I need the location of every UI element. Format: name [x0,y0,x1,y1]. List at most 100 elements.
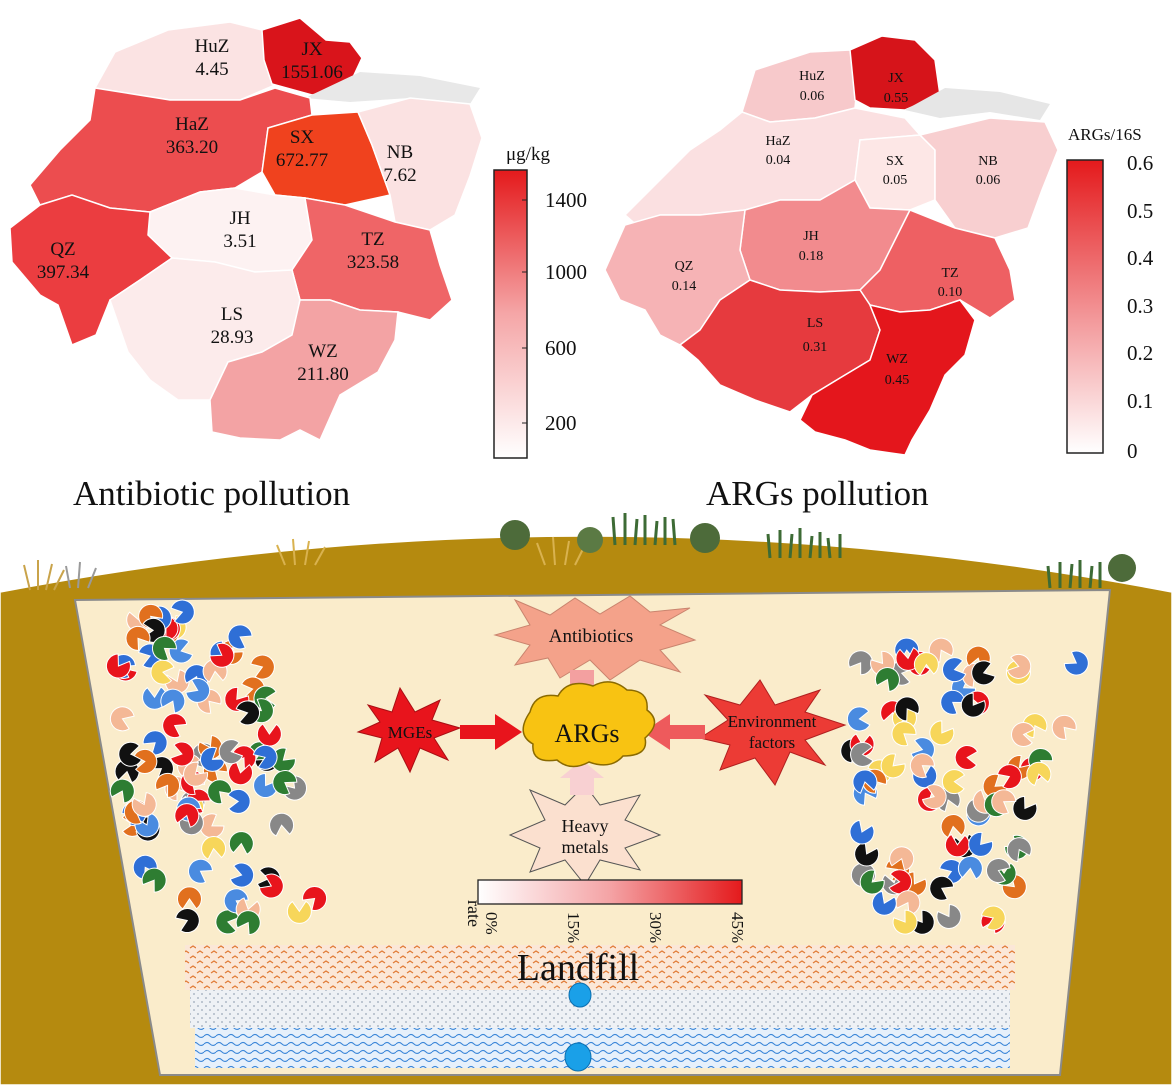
antibiotics-label: Antibiotics [549,626,633,647]
args-region-labels: HuZ 0.06 JX 0.55 HaZ 0.04 SX 0.05 NB 0.0… [672,69,1001,388]
args-value-jx: 0.55 [884,91,909,106]
args-label-qz: QZ [675,259,694,274]
bacterium-icon [1006,837,1032,863]
region-nb [356,97,483,231]
region-wz [209,299,399,442]
rate-legend: rate 0% 15% 30% 45% [464,879,747,943]
bacterium-icon [228,760,253,786]
args-label-jx: JX [888,71,904,86]
label-ls: LS [221,304,243,325]
bacterium-icon [871,890,897,916]
bacterium-icon [971,660,996,686]
args-tick-0.4: 0.4 [1127,246,1154,270]
label-jh: JH [229,208,250,229]
landfill-label: Landfill [517,947,639,989]
args-value-jh: 0.18 [799,249,824,264]
bacterium-icon [859,869,885,895]
bacterium-icon [252,744,278,770]
args-region-nb [918,117,1059,239]
leachate-drop-lower [564,1042,592,1072]
bacterium-icon [133,749,158,774]
bacterium-icon [109,706,135,732]
region-sx [261,111,391,206]
value-ls: 28.93 [211,327,254,348]
bacterium-icon [142,730,168,756]
bacterium-icon [228,831,254,855]
antibiotic-unit: μg/kg [506,144,550,165]
args-tick-0.1: 0.1 [1127,389,1153,413]
bacterium-icon [929,720,955,746]
region-labels: HuZ 4.45 JX 1551.06 HaZ 363.20 SX 672.77… [37,36,417,385]
bacterium-icon [209,642,235,668]
bacterium-icon [944,833,970,858]
args-unit: ARGs/16S [1068,125,1142,144]
region-river [305,72,480,104]
bacterium-icon [151,635,177,661]
bacterium-icon [892,909,918,935]
args-label-huz: HuZ [799,69,825,84]
bacterium-icon [272,770,298,796]
bacterium-icon [1012,795,1038,821]
bacterium-icon [1006,653,1032,679]
bacterium-icon [174,908,200,933]
reed-icon [766,528,842,559]
args-value-ls: 0.31 [803,340,828,355]
grass-tuft-icon [23,560,97,591]
value-jx: 1551.06 [281,62,343,83]
bacterium-icon [150,659,175,685]
region-jx [261,17,363,96]
bacterium-icon [1026,761,1052,787]
bacterium-icon [997,764,1022,790]
args-value-haz: 0.04 [766,153,791,168]
value-qz: 397.34 [37,262,90,283]
rate-label: rate [464,900,484,927]
bacterium-icon [109,778,135,804]
bacterium-icon [118,741,143,767]
label-tz: TZ [361,229,384,250]
args-value-nb: 0.06 [976,173,1001,188]
bacterium-icon [888,869,912,895]
args-cloud [522,681,656,768]
rate-tick-30: 30% [646,912,665,943]
region-huz [93,21,277,101]
bacterium-icon [960,692,986,718]
bacterium-icon [929,875,955,901]
bacterium-icon [854,841,880,867]
bacterium-icon [207,779,233,805]
bacterium-icon [941,769,966,795]
args-map-title: ARGs pollution [706,474,929,513]
bacteria-cluster-right [840,637,1089,935]
antibiotic-map: HuZ 4.45 JX 1551.06 HaZ 363.20 SX 672.77… [9,17,483,442]
bacterium-icon [235,910,261,936]
arrow-environment-to-args [643,714,705,750]
args-region-wz [799,299,976,456]
value-tz: 323.58 [347,252,399,273]
bacterium-icon [940,814,966,839]
shrub-icon [1108,554,1136,582]
label-haz: HaZ [175,114,209,135]
bacterium-icon [201,836,227,860]
label-qz: QZ [50,239,75,260]
bacterium-icon [848,650,874,676]
rate-tick-45: 45% [728,912,747,943]
bacterium-icon [125,625,151,651]
args-label-haz: HaZ [766,134,791,149]
args-label-tz: TZ [941,266,958,281]
arrow-heavy-metals-to-args [560,760,604,795]
vegetation [23,513,1136,591]
bacterium-icon [921,784,947,810]
bacterium-icon [968,831,994,857]
args-tick-0.2: 0.2 [1127,341,1153,365]
bacterium-icon [162,713,188,739]
bacterium-icon [155,772,181,798]
bacterium-icon [846,706,871,732]
label-huz: HuZ [195,36,230,57]
args-value-tz: 0.10 [938,285,963,300]
bacterium-icon [1063,650,1089,676]
rate-colorbar [477,879,743,905]
bacterium-icon [200,746,225,772]
rate-tick-15: 15% [564,912,583,943]
bacterium-icon [141,867,167,893]
label-jx: JX [301,39,322,60]
